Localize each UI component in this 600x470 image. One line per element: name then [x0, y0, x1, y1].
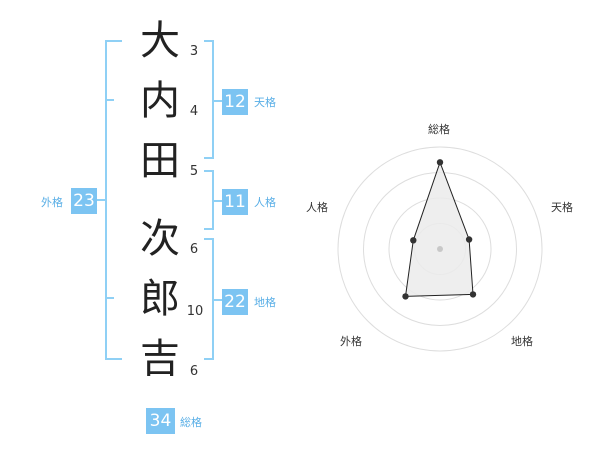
- soukaku-value: 34: [146, 408, 175, 434]
- radar-axis-label-chikaku: 地格: [511, 335, 533, 348]
- name-char-6: 吉: [140, 336, 180, 382]
- soukaku-label: 総格: [180, 416, 202, 429]
- tenkaku-value: 12: [222, 89, 248, 115]
- name-char-1: 大: [140, 18, 180, 64]
- name-char-3: 田: [140, 138, 180, 184]
- tenkaku-bracket: [204, 40, 214, 159]
- tenkaku-label: 天格: [254, 96, 276, 109]
- chikaku-value: 22: [222, 289, 248, 315]
- radar-axis-label-soukaku: 総格: [428, 123, 450, 136]
- radar-point-0: [436, 159, 444, 166]
- jinkaku-label: 人格: [254, 196, 276, 209]
- stroke-count-1: 3: [189, 44, 199, 59]
- name-char-2: 内: [140, 78, 180, 124]
- radar-point-4: [410, 237, 417, 244]
- radar-center: [437, 246, 443, 252]
- radar-axis-label-jinkaku: 人格: [306, 201, 328, 214]
- stroke-count-3: 5: [189, 164, 199, 179]
- gaikaku-label: 外格: [41, 196, 63, 209]
- radar-point-1: [465, 236, 473, 243]
- stroke-count-5: 10: [186, 304, 204, 319]
- radar-ring-4: [337, 146, 543, 352]
- radar-point-3: [402, 293, 409, 300]
- gaikaku-value: 23: [71, 188, 97, 214]
- jinkaku-value: 11: [222, 189, 248, 215]
- radar-axis-label-gaikaku: 外格: [340, 335, 362, 348]
- name-char-4: 次: [140, 216, 180, 262]
- stroke-count-6: 6: [189, 364, 199, 379]
- radar-axis-label-tenkaku: 天格: [551, 201, 573, 214]
- stroke-count-4: 6: [189, 242, 199, 257]
- name-char-5: 郎: [140, 276, 180, 322]
- radar-polygon: [404, 160, 474, 297]
- radar-point-2: [469, 291, 477, 298]
- chikaku-label: 地格: [254, 296, 276, 309]
- stroke-count-2: 4: [189, 104, 199, 119]
